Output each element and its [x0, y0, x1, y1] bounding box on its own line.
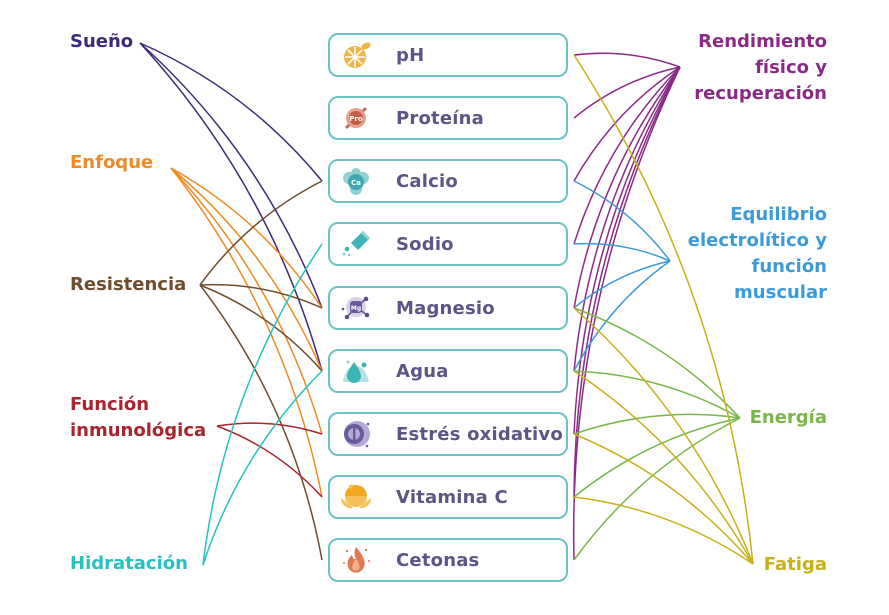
orange-icon [338, 479, 374, 515]
link-rendimiento-estres [573, 66, 681, 435]
link-rendimiento-ph [573, 52, 681, 68]
magnesium-molecule-icon: Mg [338, 290, 374, 326]
link-fatiga-estres [573, 433, 754, 565]
flame-icon [338, 542, 374, 578]
category-energia: Energía [750, 405, 827, 431]
category-label: electrolítico y [687, 230, 827, 251]
link-fatiga-agua [573, 370, 754, 565]
link-energia-estres [573, 413, 741, 435]
node-estres: Estrés oxidativo [328, 412, 568, 456]
category-label: Equilibrio [730, 204, 827, 225]
category-label: Energía [749, 407, 827, 428]
category-sueno: Sueño [70, 29, 133, 55]
link-equilibrio-calcio [573, 180, 671, 262]
node-calcio: Ca Calcio [328, 159, 568, 203]
node-label: Proteína [396, 107, 484, 129]
calcium-molecule-icon: Ca [338, 163, 374, 199]
category-label: Hidratación [70, 553, 188, 574]
citrus-slice-icon [338, 37, 374, 73]
node-agua: Agua [328, 349, 568, 393]
category-label: Rendimiento [698, 31, 827, 52]
link-equilibrio-sodio [573, 242, 671, 262]
link-energia-agua [573, 370, 741, 419]
link-rendimiento-agua [573, 66, 681, 372]
category-label: Fatiga [763, 554, 827, 575]
category-funcion-inmunologica: Función inmunológica [70, 392, 206, 444]
node-proteina: Pro Proteína [328, 96, 568, 140]
category-enfoque: Enfoque [70, 150, 153, 176]
link-fatiga-vitc [573, 496, 754, 565]
node-label: Sodio [396, 233, 454, 255]
link-resistencia-cetonas [199, 284, 323, 561]
node-label: Magnesio [396, 297, 495, 319]
category-label: recuperación [694, 83, 827, 104]
node-sodio: Sodio [328, 222, 568, 266]
link-resistencia-magnesio [199, 283, 323, 309]
category-resistencia: Resistencia [70, 272, 186, 298]
link-rendimiento-proteina [573, 66, 681, 119]
link-inmune-vitc [216, 425, 323, 498]
link-hidratacion-sodio [202, 243, 323, 566]
link-rendimiento-cetonas [572, 66, 681, 561]
svg-text:Ca: Ca [351, 179, 361, 187]
category-rendimiento: Rendimiento físico y recuperación [694, 29, 827, 107]
water-drop-icon [338, 353, 374, 389]
protein-candy-icon: Pro [338, 100, 374, 136]
link-enfoque-vitc [170, 167, 323, 498]
salt-shaker-icon [338, 226, 374, 262]
link-equilibrio-magnesio [573, 260, 671, 309]
link-sueno-agua [139, 42, 323, 372]
svg-text:Pro: Pro [349, 115, 363, 123]
category-label: inmunológica [70, 420, 207, 441]
link-sueno-magnesio [139, 42, 323, 309]
link-enfoque-agua [170, 167, 323, 372]
category-label: función [751, 256, 827, 277]
link-energia-cetonas [573, 417, 741, 561]
link-energia-vitc [573, 417, 741, 498]
category-label: Resistencia [70, 274, 187, 295]
category-equilibrio: Equilibrio electrolítico y función muscu… [688, 202, 827, 306]
link-energia-magnesio [573, 307, 741, 419]
category-label: muscular [734, 282, 827, 303]
node-vitc: Vitamina C [328, 475, 568, 519]
category-label: físico y [755, 57, 827, 78]
node-label: pH [396, 44, 425, 66]
category-label: Enfoque [70, 152, 154, 173]
node-label: Estrés oxidativo [396, 423, 563, 445]
link-rendimiento-sodio [573, 66, 681, 245]
link-fatiga-magnesio [573, 307, 754, 565]
node-label: Vitamina C [396, 486, 508, 508]
node-cetonas: Cetonas [328, 538, 568, 582]
link-sueno-calcio [139, 42, 323, 182]
link-equilibrio-agua [573, 260, 671, 372]
node-ph: pH [328, 33, 568, 77]
node-magnesio: Mg Magnesio [328, 286, 568, 330]
node-label: Cetonas [396, 549, 480, 571]
category-label: Sueño [70, 31, 134, 52]
link-rendimiento-magnesio [573, 66, 681, 309]
link-rendimiento-calcio [573, 66, 681, 182]
oxidative-cell-icon [338, 416, 374, 452]
link-enfoque-estres [170, 167, 323, 435]
link-hidratacion-agua [202, 370, 323, 566]
link-inmune-estres [216, 422, 323, 435]
link-resistencia-agua [199, 284, 323, 372]
link-resistencia-calcio [199, 180, 323, 286]
category-hidratacion: Hidratación [70, 551, 188, 577]
svg-text:Mg: Mg [351, 305, 361, 312]
category-label: Función [70, 394, 150, 415]
node-label: Agua [396, 360, 449, 382]
category-fatiga: Fatiga [764, 552, 827, 578]
link-enfoque-magnesio [170, 167, 323, 309]
node-label: Calcio [396, 170, 458, 192]
link-fatiga-ph [573, 54, 754, 565]
